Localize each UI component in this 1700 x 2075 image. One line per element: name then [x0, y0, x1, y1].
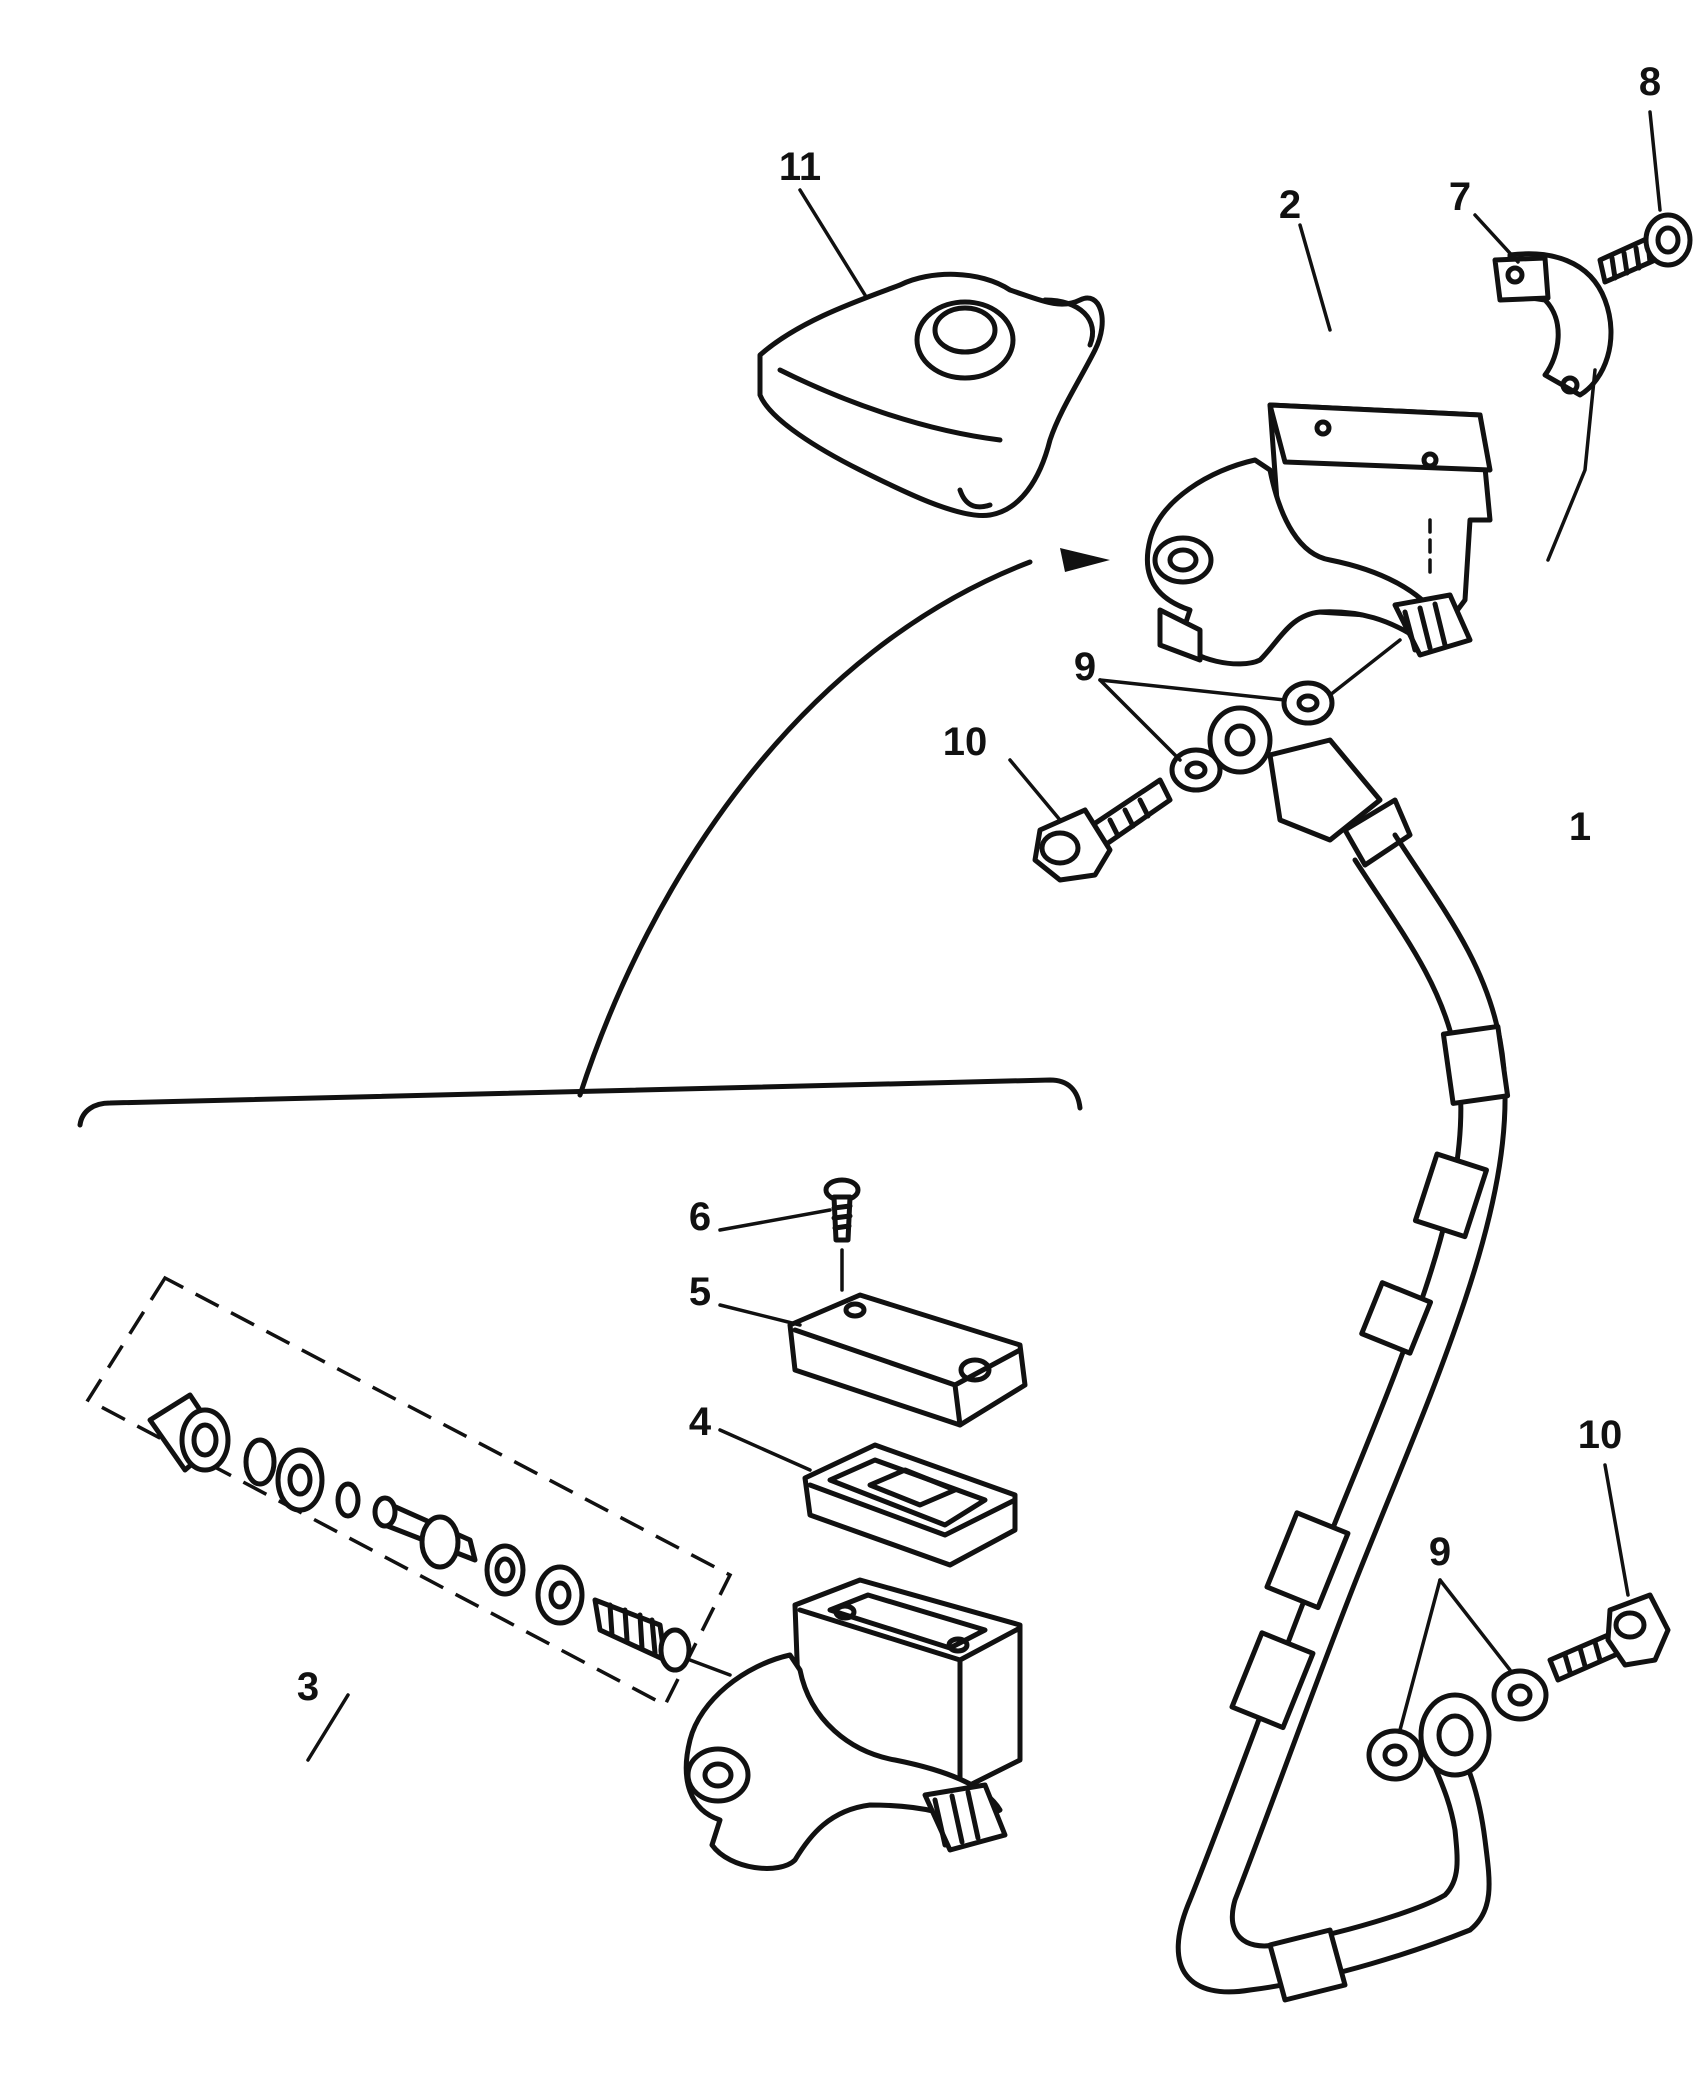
- callout-5: 5: [689, 1270, 711, 1314]
- detail-link-arrow: [77, 548, 1110, 1128]
- callout-7: 7: [1449, 175, 1471, 219]
- callout-2: 2: [1279, 183, 1301, 227]
- part-8-bolt: [1597, 212, 1693, 285]
- part-9-washers-upper: [1169, 638, 1402, 793]
- part-10-union-bolt-lower: [1547, 1592, 1671, 1683]
- part-3-piston-kit: [85, 1275, 733, 1708]
- callout-9-upper: 9: [1074, 645, 1096, 689]
- callout-9-lower: 9: [1429, 1530, 1451, 1574]
- part-7-holder-clamp: [1492, 251, 1614, 398]
- part-11-lever-cover: [757, 271, 1105, 519]
- callout-6: 6: [689, 1195, 711, 1239]
- part-9-washers-lower: [1366, 1668, 1549, 1782]
- part-5-reservoir-cap: [787, 1292, 1028, 1428]
- callout-4: 4: [689, 1400, 712, 1444]
- callout-10-upper: 10: [943, 720, 988, 764]
- part-1-brake-hose: [1175, 705, 1511, 2003]
- callout-1: 1: [1569, 805, 1591, 849]
- callout-11: 11: [779, 145, 821, 189]
- master-cylinder-body-detail: [683, 1577, 1023, 1871]
- part-10-union-bolt-upper: [1032, 777, 1173, 883]
- part-4-diaphragm: [802, 1442, 1018, 1568]
- callout-10-lower: 10: [1578, 1413, 1623, 1457]
- callout-3: 3: [297, 1665, 319, 1709]
- part-6-screw: [823, 1177, 861, 1292]
- callout-8: 8: [1639, 60, 1661, 104]
- leader-lines: [306, 110, 1662, 1762]
- callout-numbers: 1 2 3 4 5 6 7 8 9 9 10 10 11: [297, 60, 1661, 1709]
- part-2-master-cylinder: [1144, 402, 1493, 667]
